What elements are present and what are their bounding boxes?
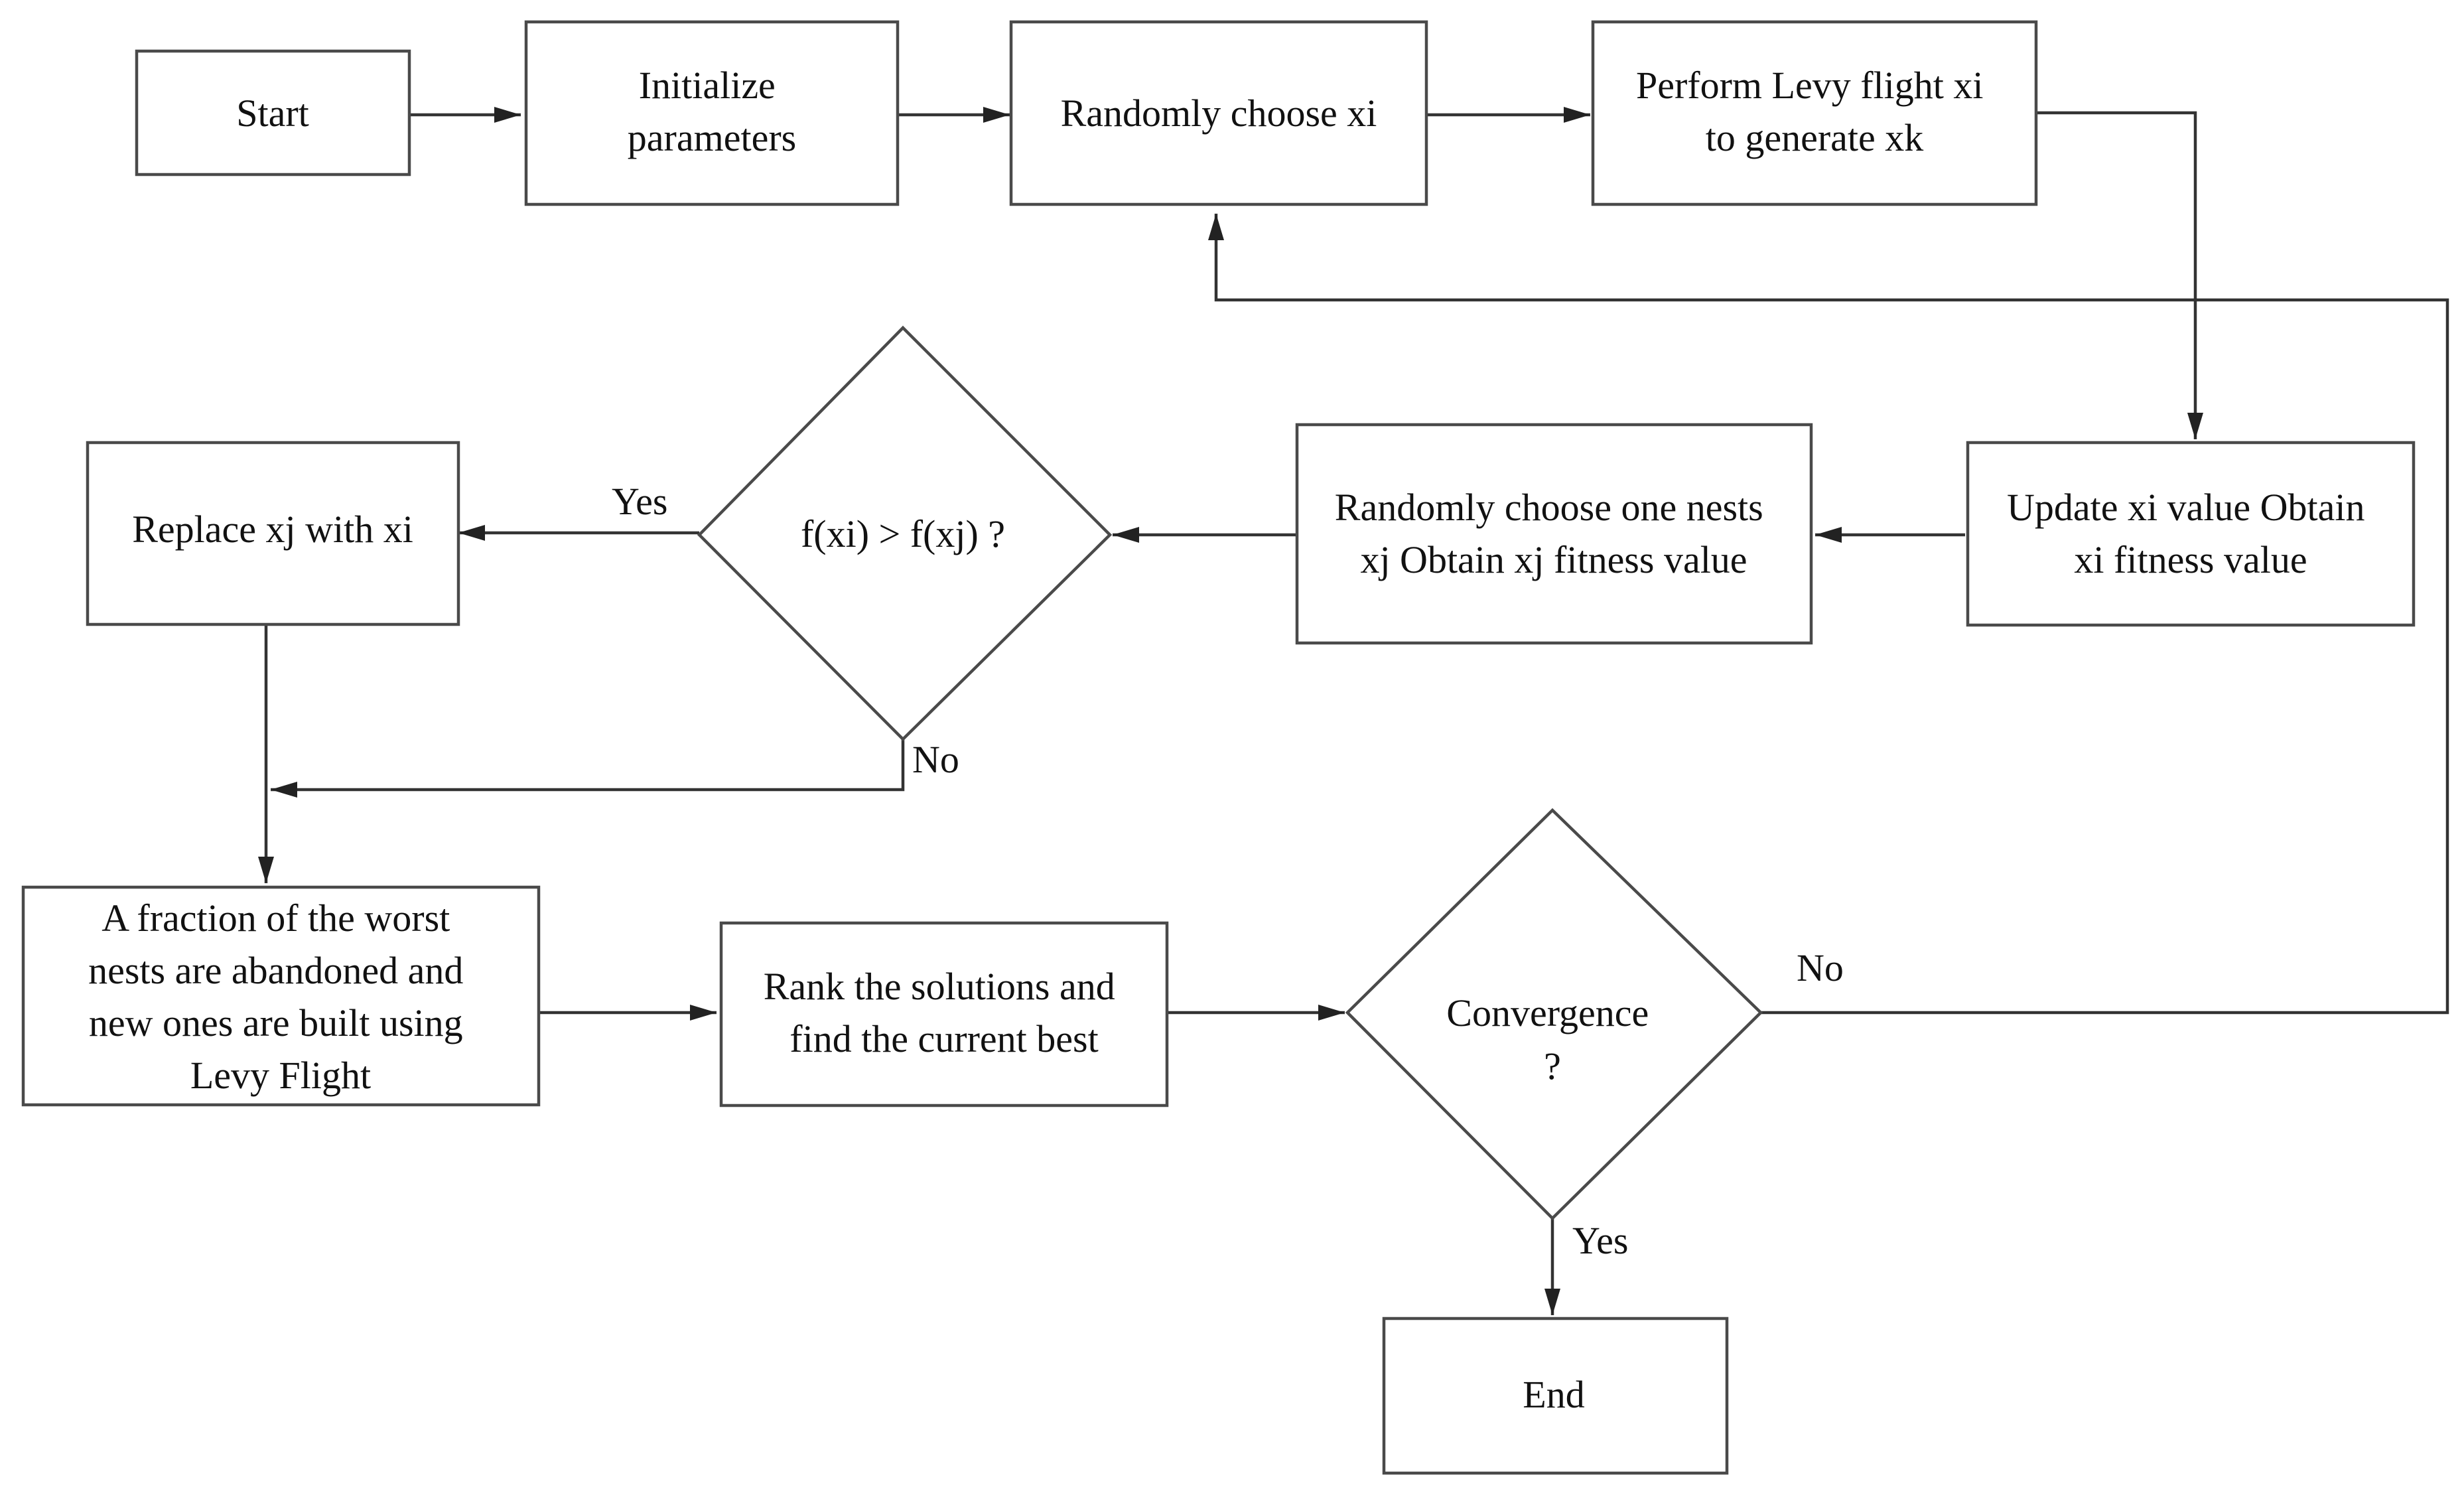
edge-label-compare-no: No (912, 738, 959, 781)
svg-text:End: End (1523, 1373, 1584, 1416)
node-abandon-line-4: Levy Flight (190, 1054, 371, 1097)
edge-label-compare-yes: Yes (612, 480, 667, 523)
edge-compare-no-to-merge (271, 739, 905, 798)
node-levy-line-2: to generate xk (1706, 116, 1924, 159)
node-levy-line-1: Perform Levy flight xi (1636, 64, 1984, 107)
svg-text:Start: Start (236, 92, 309, 135)
node-converge-line-2: ? (1544, 1044, 1561, 1088)
edge-levy-to-update (2036, 111, 2203, 439)
node-rank-line-1: Rank the solutions and (764, 965, 1115, 1008)
node-nests-line-1: Randomly choose one nests (1335, 486, 1763, 529)
node-randomly-choose-xi: Randomly choose xi (1009, 20, 1428, 206)
node-levy-flight: Perform Levy flight xi to generate xk (1591, 20, 2038, 206)
svg-text:f(xi) > f(xj) ?: f(xi) > f(xj) ? (801, 512, 1005, 555)
node-convergence-decision: Convergence ? (1345, 808, 1763, 1221)
node-replace-xj: Replace xj with xi (86, 441, 460, 626)
svg-text:Convergence ?: Convergence ? (1446, 991, 1658, 1088)
node-update-line-1: Update xi value Obtain (2007, 486, 2365, 529)
node-converge-line-1: Convergence (1446, 991, 1649, 1034)
node-initialize-line-1: Initialize (639, 64, 776, 107)
edges (258, 107, 2449, 1315)
node-update-xi: Update xi value Obtain xi fitness value (1966, 441, 2416, 627)
node-choose-nests: Randomly choose one nests xj Obtain xj f… (1295, 423, 1813, 645)
node-end-label: End (1523, 1373, 1584, 1416)
edge-converge-no-loop (1208, 214, 2449, 1015)
node-abandon-line-3: new ones are built using (89, 1001, 463, 1044)
svg-text:Rank the solutions and f: Rank the solutions and find the current … (764, 965, 1125, 1060)
svg-text:Randomly choose xi: Randomly choose xi (1061, 92, 1377, 135)
svg-text:Replace xj with xi: Replace xj with xi (132, 508, 413, 551)
node-initialize-parameters: Initialize parameters (524, 20, 900, 206)
svg-text:Perform Levy flight xi t: Perform Levy flight xi to generate xk (1636, 64, 1993, 159)
node-end: End (1382, 1317, 1729, 1475)
node-rank-solutions: Rank the solutions and find the current … (719, 921, 1169, 1107)
svg-text:A fraction of the worst: A fraction of the worst nests are abando… (88, 896, 473, 1097)
node-compare-decision: f(xi) > f(xj) ? (697, 325, 1113, 742)
edge-label-converge-no: No (1797, 946, 1844, 989)
node-abandon-nests: A fraction of the worst nests are abando… (21, 885, 541, 1107)
node-start: Start (135, 49, 411, 177)
node-abandon-line-1: A fraction of the worst (102, 896, 450, 940)
svg-text:Update xi value Obtain x: Update xi value Obtain xi fitness value (2007, 486, 2374, 581)
edge-label-converge-yes: Yes (1572, 1219, 1628, 1262)
node-compare-label: f(xi) > f(xj) ? (801, 512, 1005, 555)
node-abandon-line-2: nests are abandoned and (88, 949, 463, 992)
svg-text:Randomly choose one nests: Randomly choose one nests xj Obtain xj f… (1335, 486, 1773, 581)
node-start-label: Start (236, 92, 309, 135)
svg-text:Initialize parameters: Initialize parameters (628, 64, 796, 159)
node-update-line-2: xi fitness value (2074, 538, 2307, 581)
node-initialize-line-2: parameters (628, 116, 796, 159)
node-nests-line-2: xj Obtain xj fitness value (1360, 538, 1747, 581)
node-rank-line-2: find the current best (789, 1017, 1098, 1060)
node-choose-label: Randomly choose xi (1061, 92, 1377, 135)
node-replace-label: Replace xj with xi (132, 508, 413, 551)
